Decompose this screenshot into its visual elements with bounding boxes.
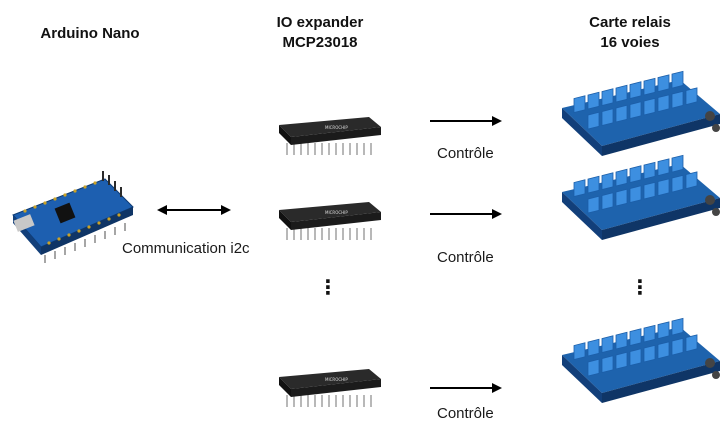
relay-ellipsis: ⋮ [630, 277, 650, 299]
expander-ellipsis: ⋮ [318, 277, 338, 299]
relay-heading-line1: Carte relais [589, 14, 671, 31]
control-label-1: Contrôle [437, 145, 494, 162]
arduino-heading: Arduino Nano [20, 24, 160, 44]
expander-heading-line1: IO expander [276, 14, 364, 31]
mcp23018-chip-2: MICROCHIP [279, 202, 381, 240]
relay-board-3 [562, 317, 720, 403]
arduino-heading-text: Arduino Nano [40, 25, 140, 42]
svg-text:MICROCHIP: MICROCHIP [325, 377, 348, 382]
relay-heading: Carte relais 16 voies [565, 13, 695, 53]
arduino-nano-board [12, 171, 134, 263]
relay-board-2 [562, 154, 720, 240]
mcp23018-chip-3: MICROCHIP [279, 369, 381, 407]
expander-heading: IO expander MCP23018 [255, 13, 385, 53]
control-label-3: Contrôle [437, 405, 494, 422]
svg-text:MICROCHIP: MICROCHIP [325, 210, 348, 215]
mcp23018-chip-1: MICROCHIP [279, 117, 381, 155]
relay-heading-line2: 16 voies [600, 34, 660, 51]
control-arrow-2 [430, 209, 502, 219]
relay-board-1 [562, 70, 720, 156]
control-arrow-3 [430, 383, 502, 393]
i2c-bidirectional-arrow [157, 205, 231, 215]
communication-label: Communication i2c [122, 240, 250, 257]
control-label-2: Contrôle [437, 249, 494, 266]
control-arrow-1 [430, 116, 502, 126]
expander-heading-line2: MCP23018 [282, 34, 358, 51]
svg-text:MICROCHIP: MICROCHIP [325, 125, 348, 130]
